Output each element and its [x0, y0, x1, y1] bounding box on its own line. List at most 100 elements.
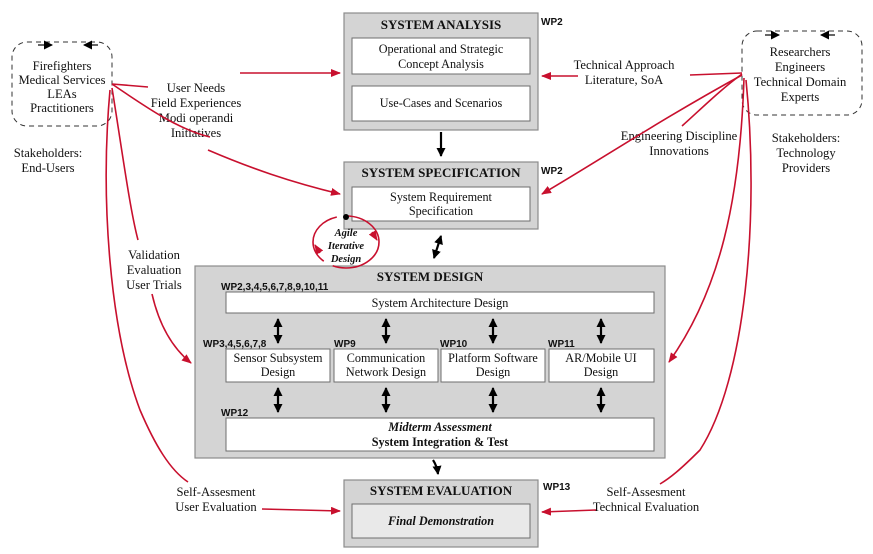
technical-approach-label: Technical Approach	[574, 58, 676, 72]
concept-analysis-label: Operational and Strategic	[379, 42, 504, 56]
ar-ui-design-label: AR/Mobile UI	[565, 351, 636, 365]
right-red-arrows	[541, 72, 752, 516]
communication-design-label: Network Design	[346, 365, 426, 379]
integration-box	[225, 417, 655, 452]
stakeholders-end-users: Firefighters Medical Services LEAs Pract…	[11, 40, 113, 175]
needs-to-spec-arrow	[207, 149, 341, 196]
tech-to-spec-arrow	[541, 74, 743, 195]
communication-design-label: Communication	[347, 351, 426, 365]
system-evaluation-phase: SYSTEM EVALUATION WP13 Final Demonstrati…	[343, 479, 571, 548]
tech-caption: Providers	[782, 161, 830, 175]
sensor-wp: WP3,4,5,6,7,8	[203, 339, 267, 350]
system-specification-phase: SYSTEM SPECIFICATION WP2 System Requirem…	[343, 161, 563, 230]
sensor-design-label: Sensor Subsystem	[233, 351, 323, 365]
agile-loop-arrow	[314, 244, 324, 255]
architecture-wp: WP2,3,4,5,6,7,8,9,10,11	[221, 282, 329, 293]
tech-caption: Technology	[776, 146, 836, 160]
requirement-spec-label: System Requirement	[390, 190, 492, 204]
agile-iterative-loop: Agile Iterative Design	[312, 214, 380, 269]
tech-item: Engineers	[775, 60, 825, 74]
self-assessment-to-evaluation-arrow-right	[541, 507, 597, 516]
concept-analysis-box	[351, 37, 531, 75]
tech-to-approach-line	[689, 72, 743, 76]
platform-design-label: Platform Software	[448, 351, 538, 365]
self-assessment-to-evaluation-arrow	[261, 506, 341, 515]
validation-label: User Trials	[126, 278, 182, 292]
agile-label: Agile	[334, 228, 358, 239]
architecture-box	[225, 291, 655, 314]
requirement-spec-label: Specification	[409, 204, 473, 218]
technical-approach-label: Literature, SoA	[585, 73, 663, 87]
architecture-label: System Architecture Design	[372, 296, 509, 310]
system-specification-wp: WP2	[541, 166, 563, 177]
left-self-assessment-label: User Evaluation	[175, 500, 257, 514]
engineering-label: Engineering Discipline	[621, 129, 738, 143]
end-users-to-needs-line	[111, 83, 149, 88]
agile-loop-dot	[343, 214, 349, 220]
final-demonstration-box	[351, 503, 531, 539]
system-analysis-title: SYSTEM ANALYSIS	[381, 17, 502, 32]
ar-ui-design-box	[548, 348, 655, 383]
end-users-to-self-assessment-line	[105, 89, 189, 483]
system-design-phase: SYSTEM DESIGN WP2,3,4,5,6,7,8,9,10,11 Sy…	[194, 265, 666, 459]
end-users-branch-line	[111, 83, 211, 138]
tech-to-self-assessment-line	[659, 79, 752, 485]
validation-to-design-arrow	[151, 293, 192, 364]
user-needs-label: Field Experiences	[151, 96, 242, 110]
use-cases-label: Use-Cases and Scenarios	[380, 96, 503, 110]
validation-label: Evaluation	[127, 263, 182, 277]
end-user-item: Firefighters	[33, 59, 92, 73]
communication-wp: WP9	[334, 339, 356, 350]
right-self-assessment-label: Self-Assesment	[606, 485, 686, 499]
left-self-assessment-label: Self-Assesment	[176, 485, 256, 499]
engineering-label: Innovations	[649, 144, 709, 158]
use-cases-box	[351, 85, 531, 122]
end-users-to-validation-line	[111, 87, 139, 241]
requirement-spec-box	[351, 186, 531, 222]
platform-design-box	[440, 348, 546, 383]
tech-to-design-arrow	[668, 77, 745, 363]
right-self-assessment-label: Technical Evaluation	[593, 500, 700, 514]
final-demonstration-label: Final Demonstration	[387, 514, 494, 528]
design-to-evaluation-arrow	[432, 459, 442, 475]
agile-label: Design	[330, 254, 361, 265]
agile-loop-arrow	[368, 230, 378, 241]
integration-test-label: System Integration & Test	[372, 435, 508, 449]
spec-design-arrow	[432, 235, 443, 259]
system-evaluation-wp: WP13	[543, 482, 571, 493]
ar-ui-design-label: Design	[584, 365, 619, 379]
agile-loop-ellipse	[312, 215, 380, 269]
tech-item: Technical Domain	[754, 75, 847, 89]
system-design-title: SYSTEM DESIGN	[377, 269, 484, 284]
system-analysis-phase: SYSTEM ANALYSIS WP2 Operational and Stra…	[343, 12, 563, 131]
concept-analysis-label: Concept Analysis	[398, 57, 484, 71]
midterm-assessment-label: Midterm Assessment	[387, 420, 492, 434]
system-evaluation-title: SYSTEM EVALUATION	[370, 483, 513, 498]
end-user-item: Medical Services	[18, 73, 105, 87]
sensor-design-box	[225, 348, 331, 383]
end-user-item: Practitioners	[30, 101, 94, 115]
user-needs-label: Modi operandi	[159, 111, 234, 125]
sensor-design-label: Design	[261, 365, 296, 379]
agile-label: Iterative	[327, 241, 364, 252]
end-users-caption: End-Users	[21, 161, 74, 175]
system-specification-title: SYSTEM SPECIFICATION	[361, 165, 521, 180]
left-red-arrows	[105, 69, 341, 515]
system-analysis-wp: WP2	[541, 17, 563, 28]
tech-caption: Stakeholders:	[772, 131, 841, 145]
user-needs-label: User Needs	[167, 81, 225, 95]
tech-item: Researchers	[770, 45, 831, 59]
platform-wp: WP10	[440, 339, 468, 350]
stakeholders-technology: Researchers Engineers Technical Domain E…	[741, 30, 863, 175]
tech-item: Experts	[781, 90, 820, 104]
integration-wp: WP12	[221, 408, 249, 419]
tech-to-engineering-line	[681, 73, 743, 127]
end-users-caption: Stakeholders:	[14, 146, 83, 160]
validation-label: Validation	[128, 248, 180, 262]
platform-design-label: Design	[476, 365, 511, 379]
tech-dashed-box	[741, 30, 863, 116]
communication-design-box	[333, 348, 439, 383]
ar-ui-wp: WP11	[548, 339, 575, 350]
end-user-item: LEAs	[47, 87, 76, 101]
